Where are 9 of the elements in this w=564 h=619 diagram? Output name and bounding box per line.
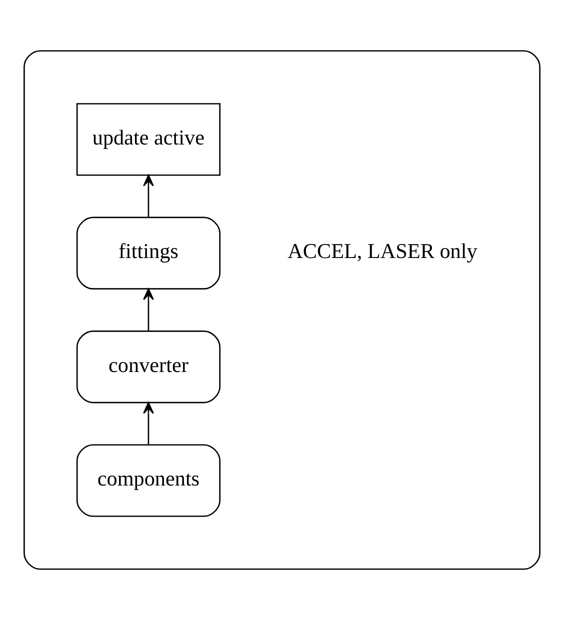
cluster xyxy=(24,50,540,570)
arrow xyxy=(143,288,154,330)
node-box: components xyxy=(76,444,221,516)
node-box: converter xyxy=(76,330,221,403)
node-label: ACCEL, LASER only xyxy=(288,238,478,263)
arrow xyxy=(143,402,154,444)
node-box: update active xyxy=(76,102,221,176)
node-box: fittings xyxy=(76,216,221,289)
arrow xyxy=(143,174,154,217)
